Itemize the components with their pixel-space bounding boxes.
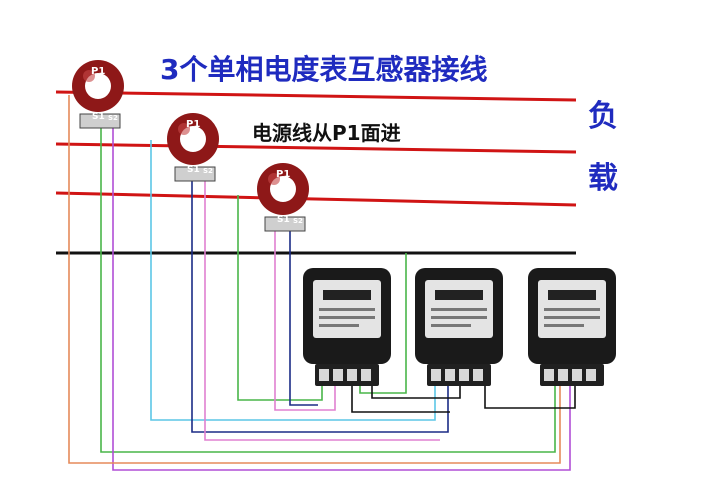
phase-line-3 — [55, 191, 577, 207]
wire-ct2-s1 — [150, 140, 436, 421]
source-note: 电源线从P1面进 — [252, 121, 401, 145]
meter-3 — [528, 268, 616, 386]
ct-2-s2: S2 — [203, 167, 213, 175]
ct-1-p1: P1 — [91, 66, 105, 77]
load-label-2: 载 — [588, 161, 618, 196]
ct-2-s1: S1 — [187, 165, 200, 175]
wire-meter-link-1 — [371, 385, 461, 399]
wire-ct2-s2 — [191, 175, 449, 433]
wire-ct2-out — [204, 175, 440, 441]
wire-ct3-return — [289, 222, 318, 406]
wire-ct3-s2 — [274, 222, 336, 411]
ct-2-p1: P1 — [186, 119, 200, 130]
diagram-title: 3个单相电度表互感器接线 — [160, 53, 487, 86]
wire-ct1-return — [68, 95, 561, 464]
ct-3: P1 S1 S2 — [257, 163, 309, 232]
ct-3-p1: P1 — [276, 169, 290, 180]
ct-3-s1: S1 — [277, 215, 290, 225]
wires — [68, 95, 576, 471]
wire-meter-link-3 — [351, 385, 450, 413]
wire-meter-link-2 — [484, 385, 576, 409]
wire-ct3-s1 — [237, 195, 323, 401]
meter-1 — [303, 268, 391, 386]
load-label-1: 负 — [588, 99, 618, 134]
ct-1-s2: S2 — [108, 114, 118, 122]
phase-line-2 — [55, 142, 577, 154]
ct-2: P1 S1 S2 — [167, 113, 219, 182]
wire-ct1-s1 — [100, 125, 556, 453]
phase-line-1 — [55, 90, 577, 102]
meter-2 — [415, 268, 503, 386]
ct-3-s2: S2 — [293, 217, 303, 225]
wire-ct1-s2 — [112, 125, 571, 471]
ct-1: P1 S1 S2 — [72, 60, 124, 129]
wire-neutral-drop — [359, 253, 407, 394]
ct-1-s1: S1 — [92, 112, 105, 122]
